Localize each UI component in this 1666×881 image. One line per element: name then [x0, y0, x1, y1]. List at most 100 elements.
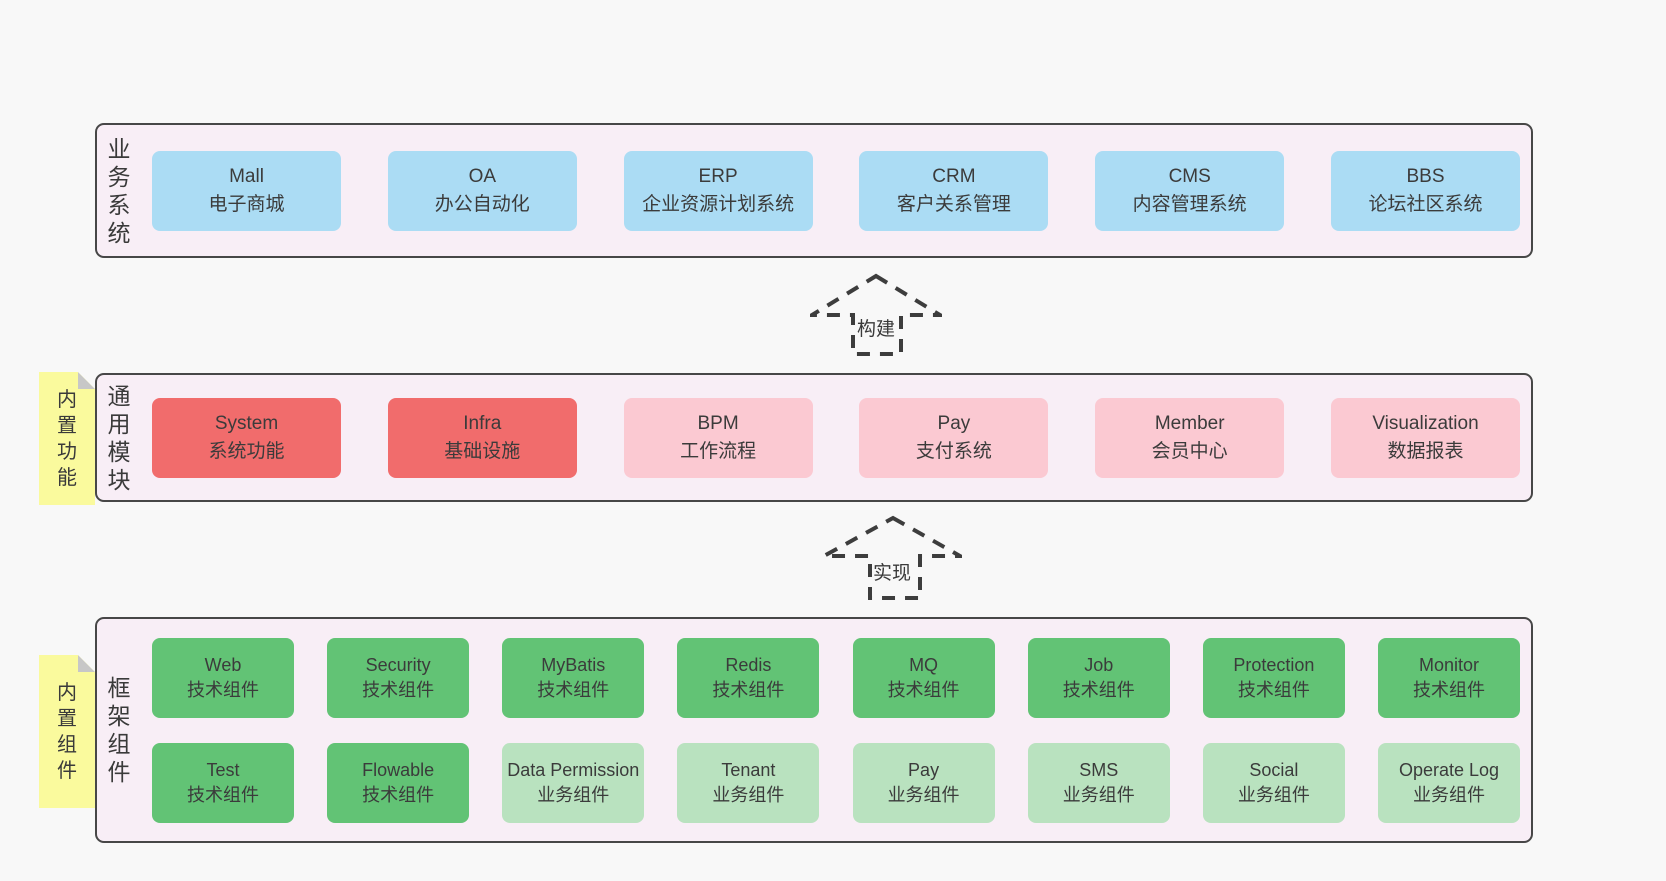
box-title: Redis: [725, 654, 772, 675]
box-title: SMS: [1079, 759, 1119, 780]
box-title: Flowable: [362, 759, 435, 780]
folded-corner-icon: [78, 372, 95, 389]
section-label-container: 业务系统: [97, 125, 141, 256]
biz-components-row: Test 技术组件 Flowable 技术组件 Data Permission …: [152, 742, 1520, 823]
box-title: Visualization: [1372, 412, 1479, 434]
box-title: MQ: [909, 654, 939, 675]
box-subtitle: 技术组件: [712, 679, 785, 700]
box-tenant: Tenant 业务组件: [677, 742, 820, 823]
box-subtitle: 支付系统: [915, 440, 992, 462]
box-subtitle: 技术组件: [1412, 679, 1485, 700]
box-title: Infra: [463, 412, 502, 434]
box-title: Social: [1249, 759, 1299, 780]
box-monitor: Monitor 技术组件: [1377, 637, 1520, 718]
box-subtitle: 内容管理系统: [1132, 193, 1247, 215]
section-framework-components: 框架组件 Web 技术组件 Security 技术组件 MyBatis 技术组件…: [95, 617, 1533, 843]
section-label: 框架组件: [107, 675, 131, 785]
sticky-label: 内置功能: [57, 388, 77, 489]
box-crm: CRM 客户关系管理: [859, 150, 1049, 231]
box-mq: MQ 技术组件: [852, 637, 995, 718]
box-title: Tenant: [721, 759, 776, 780]
box-web: Web 技术组件: [152, 637, 294, 718]
dashed-up-arrow-icon: [810, 273, 942, 356]
box-system: System 系统功能: [152, 397, 341, 478]
box-redis: Redis 技术组件: [677, 637, 820, 718]
box-title: Pay: [937, 412, 971, 434]
section-label: 业务系统: [107, 135, 131, 246]
box-subtitle: 业务组件: [1237, 784, 1310, 805]
business-systems-row: Mall 电子商城 OA 办公自动化 ERP 企业资源计划系统 CRM 客户关系…: [152, 150, 1520, 231]
box-subtitle: 工作流程: [680, 440, 757, 462]
box-title: Job: [1084, 654, 1114, 675]
box-title: MyBatis: [541, 654, 606, 675]
box-title: Test: [206, 759, 240, 780]
box-test: Test 技术组件: [152, 742, 294, 823]
box-subtitle: 业务组件: [537, 784, 610, 805]
box-title: Pay: [908, 759, 940, 780]
box-oa: OA 办公自动化: [387, 150, 577, 231]
box-subtitle: 技术组件: [1062, 679, 1135, 700]
arrow-up-implement: 实现: [822, 515, 962, 601]
box-member: Member 会员中心: [1095, 397, 1285, 478]
section-label: 通用模块: [107, 382, 131, 493]
arrow-label: 构建: [856, 319, 896, 340]
box-subtitle: 技术组件: [362, 679, 435, 700]
section-business-systems: 业务系统 Mall 电子商城 OA 办公自动化 ERP 企业资源计划系统 CRM: [95, 123, 1533, 258]
box-security: Security 技术组件: [327, 637, 470, 718]
box-title: CMS: [1168, 165, 1211, 187]
box-subtitle: 业务组件: [887, 784, 960, 805]
section-label-container: 框架组件: [97, 619, 141, 841]
box-subtitle: 业务组件: [712, 784, 785, 805]
sticky-note-builtin-features: 内置功能: [39, 372, 95, 505]
box-erp: ERP 企业资源计划系统: [623, 150, 813, 231]
box-subtitle: 技术组件: [1237, 679, 1310, 700]
box-title: Security: [365, 654, 431, 675]
box-pay-system: Pay 支付系统: [859, 397, 1049, 478]
box-title: Web: [204, 654, 242, 675]
box-title: BBS: [1406, 165, 1445, 187]
box-subtitle: 技术组件: [537, 679, 610, 700]
box-subtitle: 基础设施: [444, 440, 521, 462]
box-data-permission: Data Permission 业务组件: [502, 742, 645, 823]
box-title: System: [214, 412, 279, 434]
box-subtitle: 业务组件: [1062, 784, 1135, 805]
box-mybatis: MyBatis 技术组件: [502, 637, 645, 718]
box-bbs: BBS 论坛社区系统: [1330, 150, 1520, 231]
box-title: Monitor: [1418, 654, 1479, 675]
box-subtitle: 系统功能: [208, 440, 285, 462]
box-bpm: BPM 工作流程: [623, 397, 813, 478]
box-cms: CMS 内容管理系统: [1095, 150, 1285, 231]
box-protection: Protection 技术组件: [1202, 637, 1345, 718]
box-sms: SMS 业务组件: [1027, 742, 1170, 823]
box-title: ERP: [698, 165, 738, 187]
box-job: Job 技术组件: [1027, 637, 1170, 718]
arrow-up-build: 构建: [810, 273, 942, 357]
box-social: Social 业务组件: [1202, 742, 1345, 823]
box-flowable: Flowable 技术组件: [327, 742, 470, 823]
box-title: BPM: [697, 412, 739, 434]
box-subtitle: 技术组件: [187, 679, 259, 700]
box-pay-component: Pay 业务组件: [852, 742, 995, 823]
box-subtitle: 会员中心: [1151, 440, 1228, 462]
common-modules-row: System 系统功能 Infra 基础设施 BPM 工作流程 Pay 支付系统…: [152, 397, 1520, 478]
box-subtitle: 企业资源计划系统: [642, 193, 795, 215]
box-visualization: Visualization 数据报表: [1330, 397, 1520, 478]
sticky-note-builtin-components: 内置组件: [39, 655, 95, 808]
box-title: Member: [1154, 412, 1225, 434]
dashed-up-arrow-icon: [823, 515, 962, 600]
tech-components-row: Web 技术组件 Security 技术组件 MyBatis 技术组件 Redi…: [152, 637, 1520, 718]
box-infra: Infra 基础设施: [387, 397, 577, 478]
box-subtitle: 技术组件: [887, 679, 960, 700]
sticky-label: 内置组件: [57, 681, 77, 782]
box-title: OA: [468, 165, 497, 187]
box-subtitle: 电子商城: [208, 193, 285, 215]
section-common-modules: 通用模块 System 系统功能 Infra 基础设施 BPM 工作流程 Pay: [95, 373, 1533, 502]
box-subtitle: 数据报表: [1387, 440, 1464, 462]
box-mall: Mall 电子商城: [152, 150, 341, 231]
box-title: Data Permission: [507, 759, 640, 780]
box-subtitle: 技术组件: [362, 784, 435, 805]
arrow-label: 实现: [872, 563, 912, 584]
box-operate-log: Operate Log 业务组件: [1377, 742, 1520, 823]
box-subtitle: 论坛社区系统: [1368, 193, 1483, 215]
